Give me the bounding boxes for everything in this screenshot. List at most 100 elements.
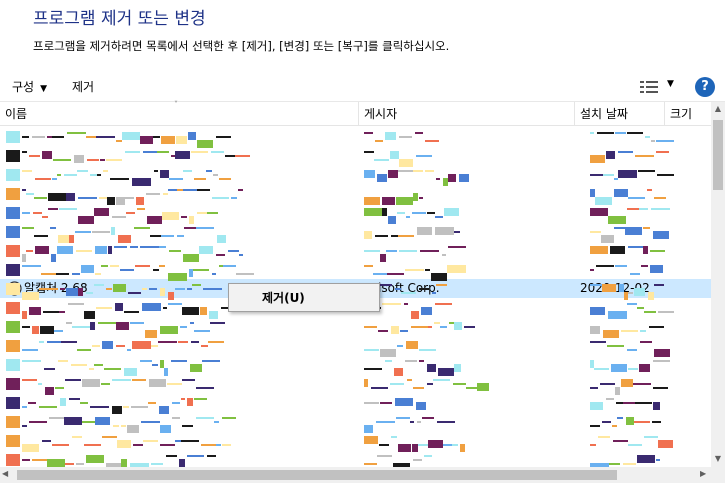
scroll-down-icon[interactable]: ▼	[714, 454, 722, 463]
redacted-text	[395, 288, 401, 290]
column-publisher-header[interactable]: 게시자	[359, 102, 575, 126]
redacted-text	[199, 246, 213, 254]
redacted-text	[47, 136, 52, 138]
redacted-text	[203, 288, 222, 290]
context-menu-remove-item[interactable]: 제거(U)	[262, 291, 305, 305]
organize-button[interactable]: 구성▼	[8, 72, 51, 102]
redacted-text	[187, 398, 193, 406]
redacted-text	[656, 151, 669, 153]
redacted-text	[388, 216, 396, 224]
program-app-icon	[6, 397, 20, 409]
redacted-text	[197, 140, 213, 148]
column-install-date-header[interactable]: 설치 날짜	[575, 102, 665, 126]
redacted-text	[231, 197, 237, 199]
redacted-text	[413, 459, 422, 461]
view-options-chevron-icon[interactable]: ▼	[667, 79, 674, 89]
redacted-text	[197, 189, 210, 191]
redacted-text	[22, 425, 27, 427]
column-name-header[interactable]: 이름	[0, 102, 359, 126]
program-row[interactable]	[0, 147, 711, 167]
redacted-text	[43, 311, 59, 313]
program-row[interactable]	[0, 166, 711, 186]
program-row[interactable]	[0, 356, 711, 376]
vertical-scroll-thumb[interactable]	[713, 120, 723, 190]
help-button[interactable]: ?	[695, 77, 715, 97]
redacted-text	[603, 174, 614, 176]
redacted-text	[217, 235, 226, 243]
redacted-text	[364, 132, 373, 134]
redacted-text	[84, 311, 95, 319]
scroll-up-icon[interactable]: ▲	[714, 104, 722, 113]
redacted-text	[427, 364, 436, 372]
program-row[interactable]	[0, 261, 711, 281]
program-row[interactable]	[0, 318, 711, 338]
redacted-text	[653, 231, 669, 239]
program-row[interactable]	[0, 204, 711, 224]
scroll-right-icon[interactable]: ▶	[700, 469, 707, 478]
column-name-label: 이름	[5, 107, 28, 121]
redacted-text	[22, 311, 27, 319]
program-row[interactable]	[0, 185, 711, 205]
redacted-text	[32, 136, 45, 138]
redacted-text	[175, 440, 181, 442]
redacted-text	[598, 436, 610, 438]
program-row[interactable]	[0, 299, 711, 319]
program-row[interactable]	[0, 280, 711, 300]
redacted-text	[638, 170, 655, 172]
redacted-text	[169, 250, 181, 252]
program-row[interactable]	[0, 394, 711, 414]
redacted-text	[424, 455, 432, 457]
page-description: 프로그램을 제거하려면 목록에서 선택한 후 [제거], [변경] 또는 [복구…	[33, 39, 450, 53]
horizontal-scrollbar[interactable]: ◀ ▶	[0, 467, 725, 483]
redacted-text	[50, 227, 56, 229]
redacted-text	[190, 322, 194, 324]
view-details-icon[interactable]	[640, 80, 658, 94]
redacted-text	[59, 311, 65, 313]
redacted-text	[438, 368, 454, 376]
redacted-text	[621, 379, 633, 387]
program-row[interactable]	[0, 432, 711, 452]
redacted-text	[614, 178, 618, 180]
redacted-text	[94, 364, 103, 366]
redacted-text	[172, 417, 180, 419]
redacted-text	[209, 311, 218, 319]
column-size-header[interactable]: 크기	[670, 107, 693, 121]
program-row[interactable]	[0, 128, 711, 148]
program-row[interactable]	[0, 242, 711, 262]
redacted-text	[214, 421, 219, 423]
program-row[interactable]	[0, 223, 711, 243]
redacted-text	[624, 292, 628, 300]
column-header: 이름 ˅ 게시자 설치 날짜 크기	[0, 100, 711, 126]
redacted-text	[619, 284, 624, 292]
redacted-text	[625, 227, 642, 235]
vertical-scrollbar[interactable]: ▲ ▼	[711, 102, 725, 467]
redacted-text	[416, 402, 426, 410]
redacted-text	[59, 208, 77, 210]
redacted-text	[34, 197, 47, 199]
program-row[interactable]	[0, 413, 711, 433]
remove-button[interactable]: 제거	[72, 80, 95, 94]
program-app-icon	[6, 226, 20, 238]
program-row[interactable]	[0, 337, 711, 357]
horizontal-scroll-thumb[interactable]	[17, 470, 617, 480]
redacted-text	[22, 406, 27, 408]
redacted-text	[382, 208, 387, 216]
program-row[interactable]	[0, 451, 711, 467]
redacted-text	[634, 421, 650, 423]
scroll-left-icon[interactable]: ◀	[2, 469, 9, 478]
page-title: 프로그램 제거 또는 변경	[33, 9, 206, 29]
redacted-text	[364, 231, 372, 239]
redacted-text	[60, 398, 66, 406]
redacted-text	[607, 345, 624, 347]
redacted-text	[627, 208, 639, 210]
redacted-text	[364, 151, 374, 153]
redacted-text	[160, 326, 178, 334]
redacted-text	[177, 189, 183, 191]
redacted-text	[122, 132, 140, 140]
redacted-text	[34, 235, 48, 237]
program-row[interactable]	[0, 375, 711, 395]
redacted-text	[190, 364, 202, 372]
redacted-text	[29, 307, 41, 315]
redacted-text	[26, 250, 33, 252]
redacted-text	[125, 151, 140, 153]
